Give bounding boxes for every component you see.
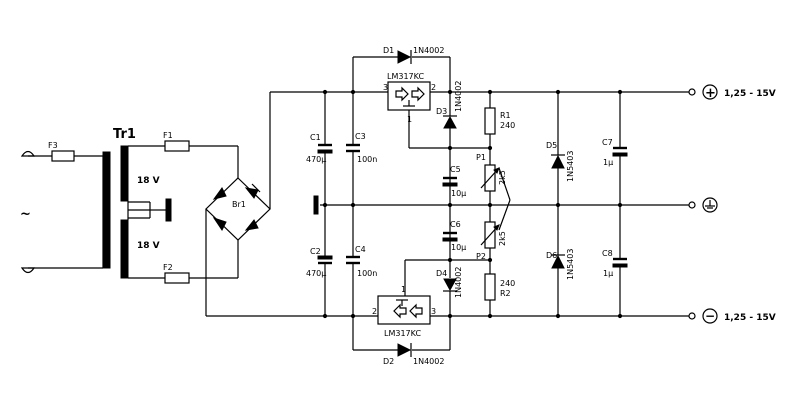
c3-ref: C3 [355, 132, 366, 141]
c2-value: 470µ [306, 269, 326, 278]
d2-ref: D2 [383, 357, 394, 366]
fuse-f1-label: F1 [163, 131, 173, 140]
c1-ref: C1 [310, 133, 321, 142]
d6-ref: D6 [546, 251, 557, 260]
transformer-tr1: Tr1 18 V 18 V [102, 127, 172, 279]
d6-part: 1N5403 [566, 249, 575, 280]
diode-d3 [443, 115, 457, 129]
upper-regulator: D1 1N4002 LM317KC 3 2 1 D3 1N4002 C1 470… [306, 46, 628, 205]
c4-value: 100n [357, 269, 377, 278]
bridge-label: Br1 [232, 200, 246, 209]
d3-part: 1N4002 [454, 81, 463, 112]
r1-ref: R1 [500, 111, 511, 120]
diode-d2 [397, 343, 412, 357]
c3-value: 100n [357, 155, 377, 164]
c6-value: 10µ [451, 243, 466, 252]
terminal-positive-symbol-ring [702, 84, 718, 100]
c8-ref: C8 [602, 249, 613, 258]
u1-pin-in: 3 [383, 83, 388, 92]
resistor-r1 [484, 107, 496, 135]
u2-pin-out: 3 [431, 307, 436, 316]
fuse-f3-label: F3 [48, 141, 58, 150]
terminal-negative [688, 312, 696, 320]
d2-part: 1N4002 [413, 357, 444, 366]
c7-value: 1µ [603, 158, 613, 167]
fuse-f2-label: F2 [163, 263, 173, 272]
c1-value: 470µ [306, 155, 326, 164]
d5-ref: D5 [546, 141, 557, 150]
u2-pin-adj: 1 [401, 285, 406, 294]
negative-symbol: − [705, 309, 715, 323]
resistor-r2 [484, 273, 496, 301]
d5-part: 1N5403 [566, 151, 575, 182]
junction-dots [322, 89, 623, 319]
transformer-lower-voltage: 18 V [137, 241, 160, 251]
transformer-upper-voltage: 18 V [137, 176, 160, 186]
p2-ref: P2 [476, 252, 486, 261]
c7-ref: C7 [602, 138, 613, 147]
fuse-f1 [164, 140, 190, 152]
r1-value: 240 [500, 121, 515, 130]
negative-output-label: 1,25 - 15V [724, 313, 776, 323]
d1-ref: D1 [383, 46, 394, 55]
c5-value: 10µ [451, 189, 466, 198]
positive-symbol: + [705, 86, 716, 101]
c5-ref: C5 [450, 165, 461, 174]
d1-part: 1N4002 [413, 46, 444, 55]
diode-d5 [551, 154, 565, 169]
mains-input: ~ F3 [20, 141, 103, 274]
u2-pin-in: 2 [372, 307, 377, 316]
p1-ref: P1 [476, 153, 486, 162]
diode-d1 [397, 50, 412, 64]
fuses-secondary: F1 F2 [163, 131, 239, 284]
terminal-positive [688, 88, 696, 96]
u1-chip: LM317KC [387, 72, 424, 81]
fuse-f3 [51, 150, 75, 162]
d4-ref: D4 [436, 269, 447, 278]
d4-part: 1N4002 [454, 267, 463, 298]
mains-symbol: ~ [20, 207, 31, 222]
c2-ref: C2 [310, 247, 321, 256]
regulator-u2 [377, 295, 431, 325]
fuse-f2 [164, 272, 190, 284]
c6-ref: C6 [450, 220, 461, 229]
diode-d4 [443, 278, 457, 292]
c4-ref: C4 [355, 245, 366, 254]
diode-d6 [551, 254, 565, 269]
u2-chip: LM317KC [384, 329, 421, 338]
r2-ref: R2 [500, 289, 511, 298]
positive-output-label: 1,25 - 15V [724, 89, 776, 99]
output-terminals: + 1,25 - 15V − 1,25 - 15V [688, 84, 776, 324]
bridge-rectifier-br1: Br1 [205, 92, 271, 316]
terminal-negative-symbol-ring [702, 308, 718, 324]
terminal-ground [688, 201, 696, 209]
u1-pin-out: 2 [431, 83, 436, 92]
transformer-label: Tr1 [113, 127, 136, 142]
lower-regulator: D2 1N4002 LM317KC 2 3 1 D4 1N4002 C2 470… [306, 167, 628, 366]
r2-value: 240 [500, 279, 515, 288]
d3-ref: D3 [436, 107, 447, 116]
p2-value: 2k5 [498, 231, 507, 246]
c8-value: 1µ [603, 269, 613, 278]
